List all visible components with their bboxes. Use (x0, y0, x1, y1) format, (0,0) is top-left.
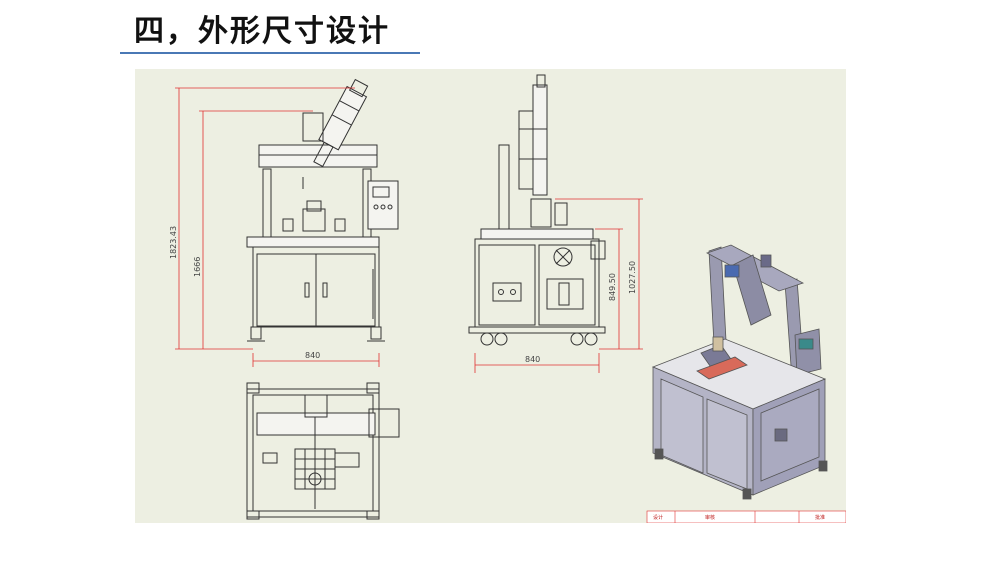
front-view (246, 78, 399, 342)
title-block-cell-approve: 批准 (815, 514, 825, 521)
title-block-cell-review: 审核 (705, 514, 715, 521)
side-width-label: 840 (525, 355, 540, 364)
table-height-label: 849.50 (608, 273, 617, 301)
overall-height-label: 1823.43 (169, 226, 178, 259)
technical-drawing: 1823.43 1666 840 (169, 74, 846, 523)
title-block: 设计 审核 批准 (646, 510, 846, 523)
isometric-render (651, 244, 828, 500)
drawing-panel: 1823.43 1666 840 (135, 69, 846, 523)
side-view-dimensions (474, 198, 643, 373)
title-block-cell-design: 设计 (653, 514, 663, 521)
upper-height-label: 1027.50 (628, 261, 637, 294)
frame-height-label: 1666 (193, 257, 202, 277)
slide-title: 四，外形尺寸设计 (134, 14, 390, 49)
front-view-dimensions (175, 87, 380, 367)
top-view (246, 382, 400, 520)
title-underline (120, 52, 420, 54)
side-view (468, 74, 606, 346)
front-width-label: 840 (305, 351, 320, 360)
